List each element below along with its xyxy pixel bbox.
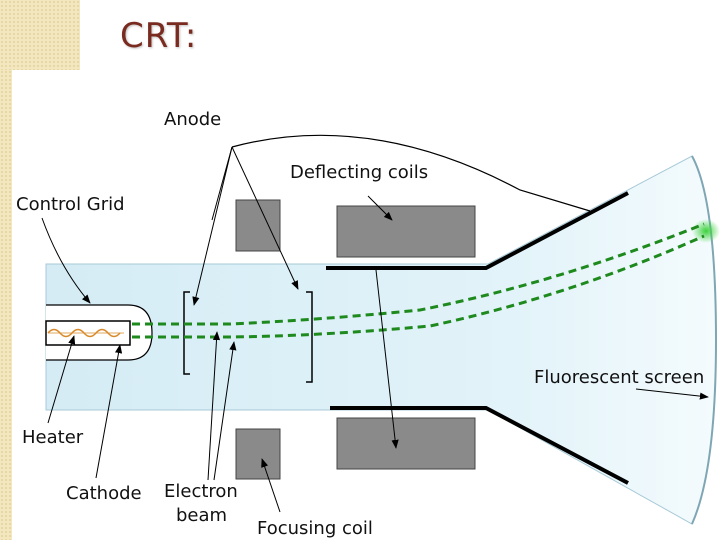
- anode-bracket-right: [306, 291, 313, 383]
- label-fluorescent-screen: Fluorescent screen: [534, 367, 704, 388]
- electron-beam-pointer-right: [213, 341, 237, 481]
- deflection-plate-bottom: [330, 406, 629, 485]
- label-focusing-coil: Focusing coil: [257, 518, 373, 539]
- anode-pointer-mid: [211, 146, 233, 221]
- slide-side-decoration: [0, 70, 12, 540]
- label-heater: Heater: [22, 427, 84, 448]
- screen-face: [691, 155, 718, 525]
- focusing-coil-pointer: [261, 458, 281, 513]
- deflecting-coil-top: [336, 205, 476, 258]
- deflecting-coil-pointer-top: [367, 195, 393, 221]
- anode-pointer-right: [231, 146, 299, 290]
- slide-title: CRT:: [120, 16, 198, 56]
- anode-pointer-left: [192, 146, 233, 306]
- focusing-coil-top: [235, 199, 281, 252]
- deflecting-coil-pointer-bottom: [375, 269, 399, 449]
- electron-beam-lower: [132, 234, 705, 339]
- deflection-plate-top: [326, 191, 629, 270]
- electron-spot: [692, 219, 720, 243]
- label-deflecting-coils: Deflecting coils: [290, 162, 428, 183]
- label-electron-beam-line1: Electron: [164, 481, 238, 502]
- label-electron-beam-line2: beam: [176, 505, 227, 526]
- cathode-pointer: [95, 344, 123, 479]
- fluorescent-screen-pointer: [635, 388, 709, 400]
- electron-beam-pointer-left: [207, 331, 221, 481]
- label-control-grid: Control Grid: [16, 194, 125, 215]
- anode-bracket-left: [183, 291, 190, 375]
- deflecting-coil-bottom: [336, 417, 476, 470]
- slide-corner-decoration: [0, 0, 80, 70]
- label-anode: Anode: [164, 109, 221, 130]
- label-cathode: Cathode: [66, 483, 142, 504]
- focusing-coil-bottom: [235, 428, 281, 480]
- anode-wire: [231, 134, 591, 212]
- control-grid-pointer: [41, 217, 91, 304]
- electron-beam-upper: [132, 222, 705, 326]
- heater-pointer: [47, 335, 76, 424]
